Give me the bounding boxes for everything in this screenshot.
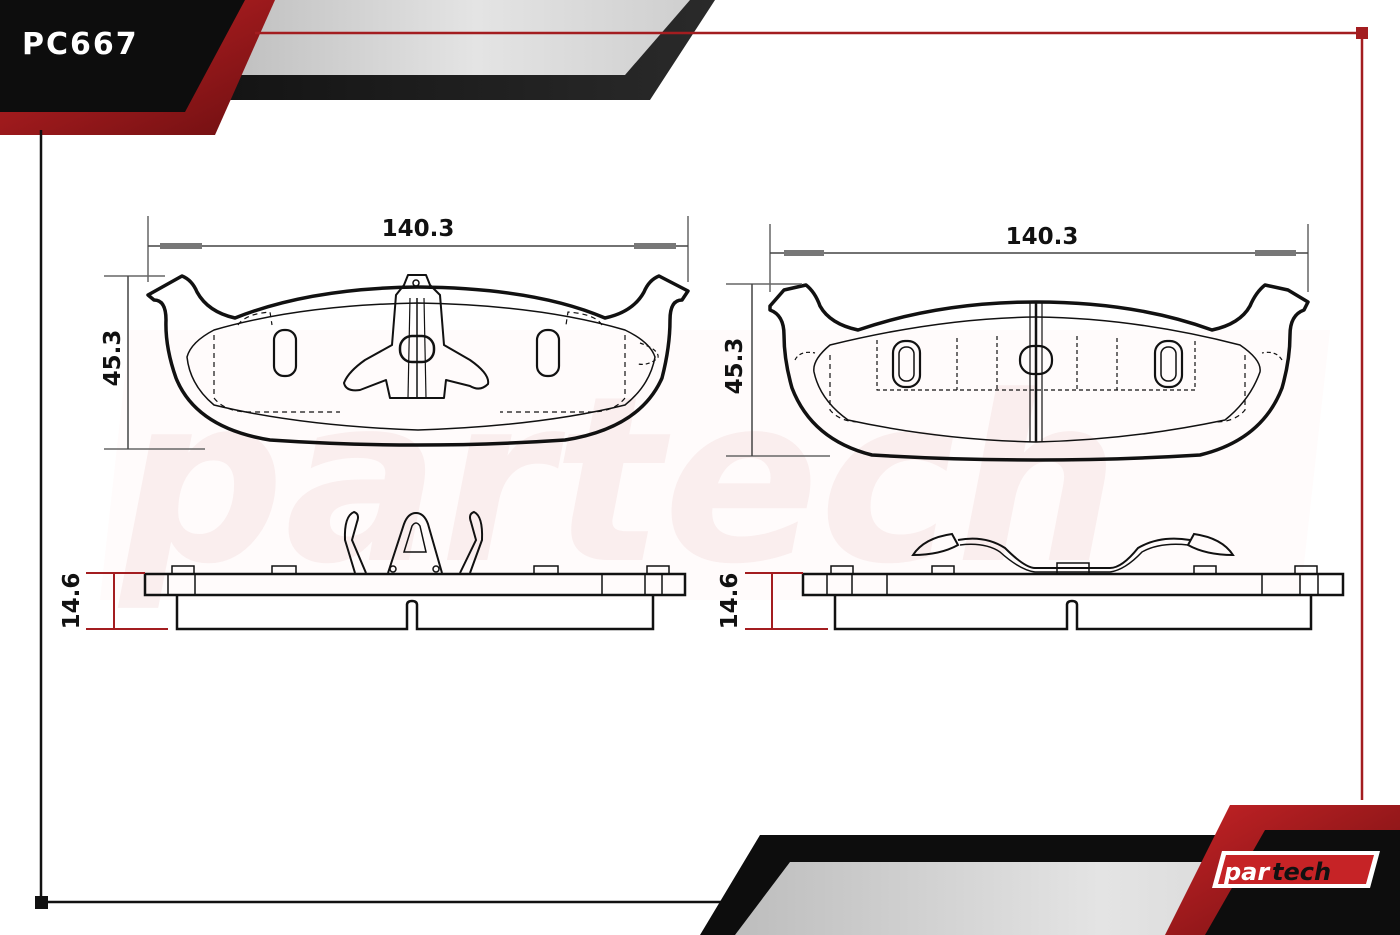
part-code: PC667 (22, 27, 139, 62)
corner-marker-top-right (1356, 27, 1368, 39)
header-band (0, 0, 715, 135)
pad-a-thickness-label: 14.6 (59, 573, 85, 630)
pad-b-side-view (801, 532, 1345, 631)
brand-logo-text-left: par (1223, 858, 1271, 886)
pad-b-thickness-label: 14.6 (717, 573, 743, 630)
watermark-text: partech (117, 348, 1119, 615)
brand-logo: par tech (1212, 851, 1380, 888)
pad-b-width-dimension: 140.3 (769, 224, 1309, 292)
pad-a-side-view (143, 510, 687, 631)
brand-logo-text-right: tech (1272, 858, 1331, 886)
corner-marker-bottom-left (35, 896, 48, 909)
pad-b-width-label: 140.3 (1006, 224, 1079, 250)
pad-b-height-dimension: 45.3 (722, 283, 830, 457)
pad-b-thickness-dimension: 14.6 (717, 572, 828, 630)
pad-a-width-label: 140.3 (382, 216, 455, 242)
pad-b-height-label: 45.3 (722, 338, 748, 395)
pad-b-front-view (768, 283, 1310, 462)
pad-a-height-label: 45.3 (100, 330, 126, 387)
pad-a-front-view (146, 274, 690, 447)
pad-a-width-dimension: 140.3 (147, 216, 689, 282)
pad-a-height-dimension: 45.3 (100, 275, 205, 450)
pad-a-thickness-dimension: 14.6 (59, 572, 168, 630)
